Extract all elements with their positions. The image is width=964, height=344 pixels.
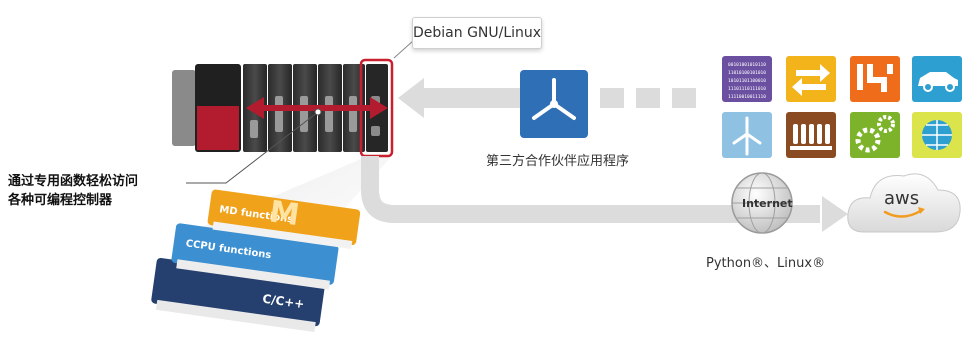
partner-apps-label: 第三方合作伙伴应用程序 xyxy=(486,154,630,169)
left-note-line2: 各种可编程控制器 xyxy=(8,193,113,208)
car-icon xyxy=(912,56,962,102)
callout-pointer xyxy=(393,39,415,59)
gears-icon xyxy=(850,112,900,158)
books-stack: C/C++ CCPU functions MD functions M xyxy=(151,189,361,333)
cloud-data-arrow xyxy=(361,156,848,232)
svg-text:10101101100010: 10101101100010 xyxy=(728,78,766,84)
binary-data-tile: 00101001010110 11010100101010 1010110110… xyxy=(722,56,772,102)
transfer-arrows-icon xyxy=(786,56,836,102)
svg-text:11101110111010: 11101110111010 xyxy=(728,86,766,92)
ccpu-functions-book: CCPU functions xyxy=(171,223,339,290)
aws-label: aws xyxy=(884,188,920,209)
svg-text:11110010011110: 11110010011110 xyxy=(728,94,766,100)
cpu-red-panel xyxy=(197,106,239,150)
svg-text:11010100101010: 11010100101010 xyxy=(728,70,766,76)
plc-rack xyxy=(172,58,394,158)
note-leader-line xyxy=(186,111,319,184)
power-supply-module xyxy=(172,70,196,146)
md-functions-book: MD functions M xyxy=(207,189,361,249)
bottling-icon xyxy=(786,112,836,158)
left-note: 通过专用函数轻松访问 各种可编程控制器 xyxy=(8,172,138,210)
aws-cloud-icon xyxy=(847,173,961,233)
svg-text:C/C++: C/C++ xyxy=(262,292,306,312)
debian-callout: Debian GNU/Linux xyxy=(412,17,542,49)
note-leader-dot xyxy=(314,108,322,116)
internet-globe-icon xyxy=(731,172,793,234)
svg-text:00101001010110: 00101001010110 xyxy=(728,62,766,68)
red-double-arrow xyxy=(246,97,388,119)
partner-data-arrow xyxy=(398,78,696,118)
svg-text:M: M xyxy=(267,194,301,233)
circuit-icon xyxy=(850,56,900,102)
wind-turbine-small-icon xyxy=(722,112,772,158)
globe-grid-icon xyxy=(912,112,962,158)
left-note-line1: 通过专用函数轻松访问 xyxy=(8,174,139,189)
languages-label: Python®、Linux® xyxy=(706,256,826,271)
wind-turbine-icon xyxy=(520,70,588,138)
app-tiles: 00101001010110 11010100101010 1010110110… xyxy=(722,56,962,158)
internet-label: Internet xyxy=(742,197,793,210)
